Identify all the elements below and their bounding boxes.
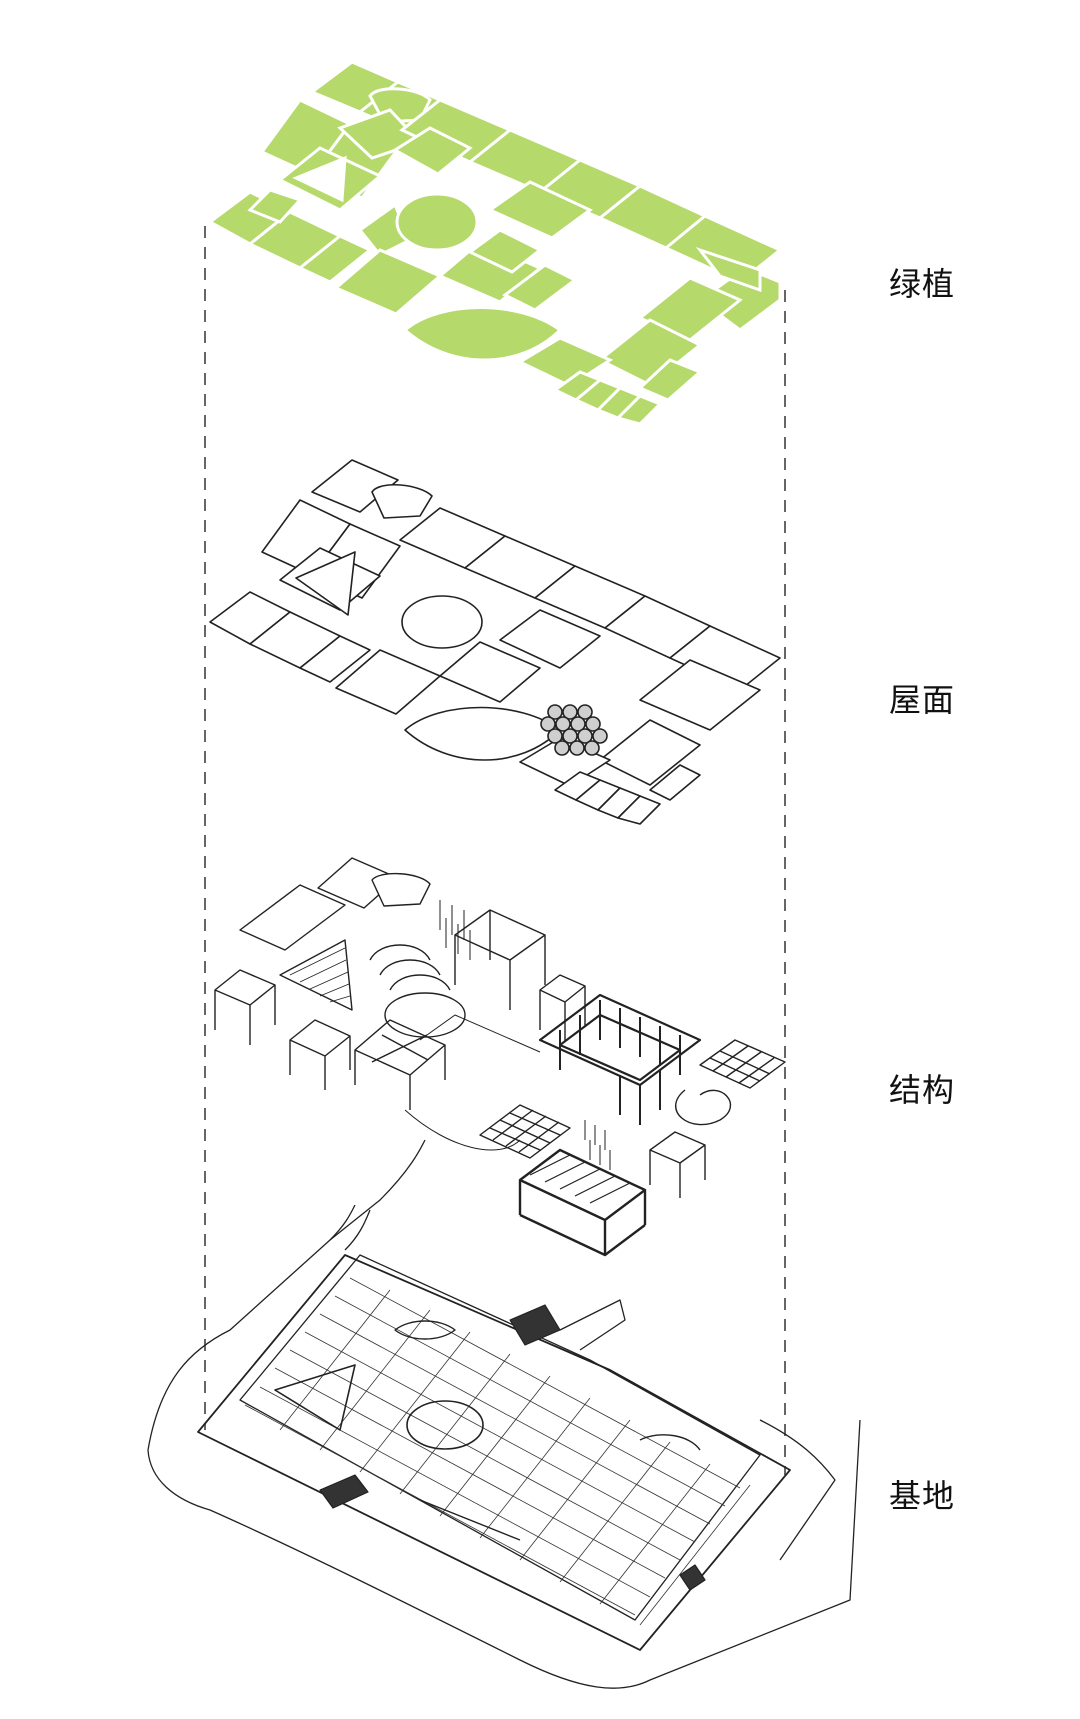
greenery-circle	[395, 192, 479, 252]
structure-triangle-truss	[279, 939, 353, 1011]
greenery-tile	[392, 126, 473, 176]
structure-posts	[439, 900, 611, 1170]
label-greenery: 绿植	[889, 265, 956, 303]
greenery-tile	[637, 358, 703, 402]
greenery-tile	[247, 188, 303, 224]
site-boundary-inner	[239, 1254, 761, 1621]
structure-layer	[214, 857, 786, 1257]
roof-circle	[401, 595, 483, 649]
site-wall	[559, 1299, 626, 1351]
site-circle-mark	[406, 1400, 484, 1450]
label-roof: 屋面	[889, 681, 956, 719]
structure-frame	[214, 969, 276, 1045]
dark-truss-hatch	[529, 1154, 631, 1204]
greenery-tile	[467, 228, 543, 274]
greenery-tile	[597, 318, 703, 387]
structure-frame	[539, 974, 586, 1042]
structure-canopy	[239, 884, 346, 951]
label-site: 基地	[889, 1477, 956, 1515]
site-lens-mark	[394, 1320, 456, 1340]
roof-slab	[617, 795, 661, 825]
roof-slab	[649, 764, 701, 801]
structure-frame	[354, 1019, 446, 1110]
site-arc-mark	[639, 1434, 701, 1451]
roof-slab	[599, 719, 701, 786]
roof-triangle	[295, 551, 356, 616]
structure-grid	[699, 1039, 786, 1089]
site-street-edge	[147, 1419, 861, 1689]
structure-dark-truss	[518, 1148, 647, 1257]
roof-slab	[299, 635, 371, 683]
greenery-lens	[402, 306, 563, 362]
site-street-edge	[147, 1139, 426, 1451]
roof-slab	[371, 483, 433, 519]
site-grid	[244, 1277, 751, 1626]
structure-canopy	[371, 872, 431, 907]
structure-ring	[384, 992, 466, 1038]
site-triangle-mark	[274, 1364, 356, 1431]
roof-slab	[499, 609, 601, 669]
site-line-mark	[419, 1499, 521, 1541]
structure-arches	[369, 944, 451, 991]
greenery-layer	[207, 60, 783, 426]
greenery-tile	[502, 263, 578, 312]
structure-frame	[289, 1019, 351, 1090]
structure-base-outline	[404, 1014, 541, 1151]
greenery-tile	[297, 234, 373, 284]
structure-frame	[649, 1131, 706, 1198]
structure-curved-wall	[675, 1089, 732, 1126]
greenery-triangle-void	[292, 155, 347, 203]
site-street-edge	[329, 1204, 371, 1251]
site-layer	[147, 1139, 861, 1689]
structure-grid	[479, 1104, 571, 1159]
greenery-tile	[486, 180, 593, 240]
label-structure: 结构	[889, 1071, 956, 1109]
projection-guides	[204, 226, 786, 1475]
roof-layer	[209, 459, 781, 825]
roof-slab	[439, 641, 541, 703]
roof-slab	[639, 659, 761, 731]
roof-slab	[311, 459, 399, 513]
roof-cylinder-cluster	[540, 704, 608, 756]
colonnade-columns	[559, 1000, 681, 1125]
site-boundary	[197, 1254, 791, 1651]
truss-hatch	[289, 947, 351, 1003]
greenery-tile	[615, 394, 663, 426]
site-street-edge	[759, 1419, 836, 1561]
site-stairs	[319, 1304, 706, 1591]
structure-frame	[454, 909, 546, 1010]
roof-slab	[519, 737, 611, 787]
greenery-tile	[695, 247, 762, 293]
